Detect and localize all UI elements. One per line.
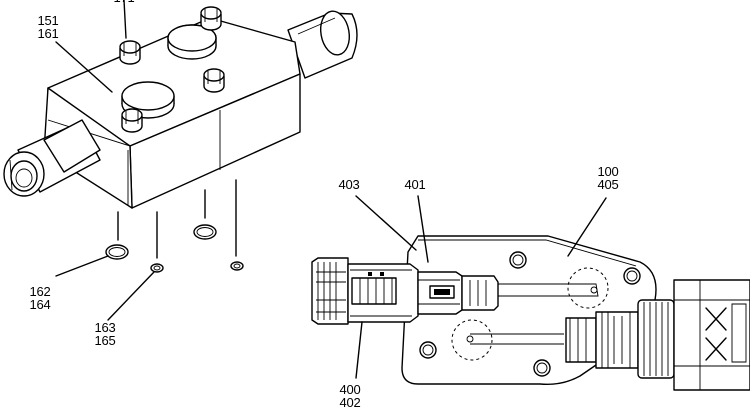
solenoid-connector-405 xyxy=(565,279,750,391)
callout-162-164: 162 164 xyxy=(20,285,60,311)
mount-hole-4 xyxy=(533,359,551,377)
left-tube xyxy=(3,119,101,197)
callout-162-text: 162 xyxy=(29,284,51,299)
internal-port-lower xyxy=(451,319,493,361)
callout-171: 171 xyxy=(104,0,144,4)
cartridge-valve-400 xyxy=(311,257,499,325)
leader-151 xyxy=(55,41,113,93)
callout-164-text: 164 xyxy=(29,297,51,312)
leader-163 xyxy=(107,271,155,321)
internal-port-upper xyxy=(567,267,609,309)
callout-402-text: 402 xyxy=(339,395,361,410)
leader-171 xyxy=(123,0,127,39)
callout-401: 401 xyxy=(395,178,435,191)
small-plug-2 xyxy=(119,40,141,65)
callout-403-text: 403 xyxy=(338,177,360,192)
leader-400 xyxy=(355,321,363,379)
small-plug-3 xyxy=(203,68,225,93)
leader-403 xyxy=(355,195,417,251)
callout-403: 403 xyxy=(329,178,369,191)
callout-165-text: 165 xyxy=(94,333,116,348)
mounting-plate-assembly xyxy=(311,195,750,391)
mount-hole-3 xyxy=(419,341,437,359)
o-ring-162 xyxy=(105,244,129,260)
callout-163-165: 163 165 xyxy=(85,321,125,347)
callout-151-text: 151 xyxy=(37,13,59,28)
callout-100-text: 100 xyxy=(597,164,619,179)
leader-100 xyxy=(567,197,607,257)
o-ring-163 xyxy=(150,263,164,273)
callout-400-text: 400 xyxy=(339,382,361,397)
right-tube xyxy=(287,10,358,79)
leader-401 xyxy=(417,195,429,263)
small-plug-1 xyxy=(200,6,222,31)
callout-405-text: 405 xyxy=(597,177,619,192)
callout-151-161: 151 161 xyxy=(28,14,68,40)
callout-163-text: 163 xyxy=(94,320,116,335)
callout-401-text: 401 xyxy=(404,177,426,192)
mount-hole-1 xyxy=(509,251,527,269)
mount-hole-2 xyxy=(623,267,641,285)
callout-171-text: 171 xyxy=(104,0,144,4)
small-plug-4 xyxy=(121,108,143,133)
o-ring-small-right xyxy=(230,261,244,271)
exploded-parts-diagram xyxy=(3,0,750,391)
callout-161-text: 161 xyxy=(37,26,59,41)
callout-400-402: 400 402 xyxy=(330,383,370,409)
callout-100-405: 100 405 xyxy=(588,165,628,191)
o-ring-upper xyxy=(193,224,217,240)
valve-block-assembly xyxy=(3,0,358,321)
large-plug-rear xyxy=(167,24,217,60)
leader-162 xyxy=(55,255,109,277)
